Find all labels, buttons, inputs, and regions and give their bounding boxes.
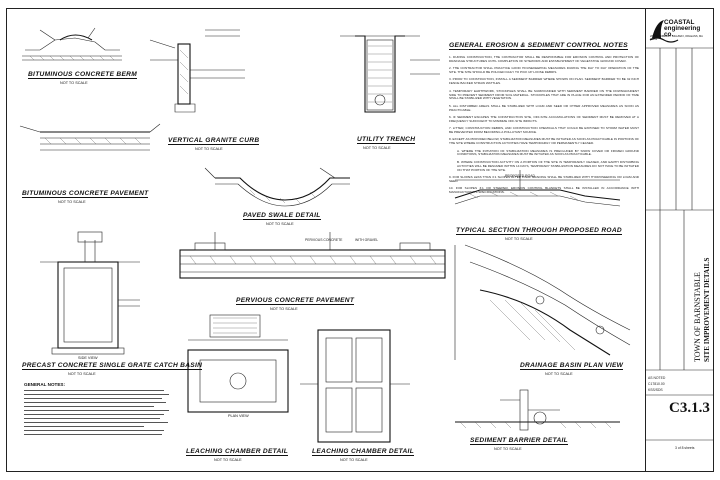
- title-block-lines: [645, 47, 714, 441]
- note-item: 5. ALL DISTURBED AREAS SHALL BE STABILIZ…: [449, 103, 639, 112]
- sheet-of: 3 of 8 sheets: [675, 446, 695, 450]
- note-item: 7. LITTER, CONSTRUCTION DEBRIS, AND CONS…: [449, 126, 639, 135]
- note-item: 10. FOR SLOPES 3:1 OR STEEPER, EROSION C…: [449, 186, 639, 194]
- title-block: [645, 8, 714, 472]
- drainage-plan-scale: NOT TO SCALE: [545, 372, 573, 376]
- swale-scale: NOT TO SCALE: [266, 222, 294, 226]
- with-gravel-label: WITH GRAVEL: [355, 238, 379, 242]
- road-section-scale: NOT TO SCALE: [505, 237, 533, 241]
- project-name: TOWN OF BARNSTABLE: [693, 272, 702, 362]
- pervious-title: PERVIOUS CONCRETE PAVEMENT: [236, 297, 355, 305]
- plan-view-label: PLAN VIEW: [228, 414, 249, 418]
- leaching-2-title: LEACHING CHAMBER DETAIL: [312, 448, 415, 456]
- firm-address: 260 CRANBERRY HIGHWAY, ORLEANS, MA 02653: [650, 35, 703, 42]
- leaching-chamber-2-drawing: [300, 329, 410, 443]
- note-item: 2. THE CONTRACTOR SHALL PRACTICE GOOD HO…: [449, 66, 639, 75]
- trench-drawing: [340, 35, 440, 113]
- erosion-notes-heading: GENERAL EROSION & SEDIMENT CONTROL NOTES: [449, 42, 628, 50]
- tb-scale: AS NOTED: [648, 376, 666, 380]
- proposed-road-label: PROPOSED ROAD: [505, 174, 535, 178]
- sheet-number: C3.1.3: [669, 400, 710, 416]
- pervious-conc-label: PERVIOUS CONCRETE: [305, 238, 343, 242]
- sheet-border: [6, 8, 714, 472]
- note-item: A. WHERE THE INITIATION OF STABILIZATION…: [457, 148, 639, 157]
- berm-scale: NOT TO SCALE: [60, 81, 88, 85]
- pervious-scale: NOT TO SCALE: [270, 307, 298, 311]
- curb-title: VERTICAL GRANITE CURB: [168, 137, 260, 145]
- sediment-title: SEDIMENT BARRIER DETAIL: [470, 437, 568, 445]
- catch-basin-note-lines: [24, 390, 169, 438]
- note-item: 3. PRIOR TO CONSTRUCTION, INSTALL A SEDI…: [449, 77, 639, 86]
- drainage-plan-title: DRAINAGE BASIN PLAN VIEW: [520, 362, 624, 370]
- sediment-barrier-drawing: [455, 389, 620, 431]
- catch-basin-scale: NOT TO SCALE: [68, 372, 96, 376]
- firm-logo: [649, 20, 679, 43]
- pervious-drawing: [179, 232, 446, 279]
- road-section-drawing: [454, 170, 621, 207]
- side-view-label: SIDE VIEW: [78, 356, 98, 360]
- sediment-scale: NOT TO SCALE: [494, 447, 522, 451]
- note-item: 6. IF SEDIMENT ESCAPES THE CONSTRUCTION …: [449, 114, 639, 123]
- leaching-scale: NOT TO SCALE: [214, 458, 242, 462]
- leaching-title: LEACHING CHAMBER DETAIL: [186, 448, 289, 456]
- note-item: 4. TEMPORARY EARTHWORK, STOCKPILES SHALL…: [449, 88, 639, 101]
- trench-title: UTILITY TRENCH: [357, 136, 416, 144]
- chamber-array: [209, 314, 261, 338]
- note-item: 9. FOR SLOPES LESS THAN 3:1 SLOPES AFTER…: [449, 174, 639, 183]
- tb-drawn: KSS/SDS: [648, 388, 663, 392]
- erosion-notes: GENERAL EROSION & SEDIMENT CONTROL NOTES…: [449, 34, 639, 198]
- catch-basin-title: PRECAST CONCRETE SINGLE GRATE CATCH BASI…: [22, 362, 203, 370]
- swale-drawing: [204, 167, 350, 207]
- trench-scale: NOT TO SCALE: [363, 146, 391, 150]
- pavement-drawing: [19, 123, 161, 151]
- berm-title: BITUMINOUS CONCRETE BERM: [28, 71, 138, 79]
- sheet-title: SITE IMPROVEMENT DETAILS: [703, 257, 711, 362]
- curb-drawing: [149, 29, 245, 113]
- leaching-chamber-drawing: [187, 314, 289, 413]
- note-item: B. WHERE CONSTRUCTION ACTIVITY ON A PORT…: [457, 159, 639, 172]
- leaching-2-scale: NOT TO SCALE: [340, 458, 368, 462]
- catch-basin-drawing: [40, 231, 140, 355]
- curb-scale: NOT TO SCALE: [195, 147, 223, 151]
- drainage-plan-drawing: [454, 244, 631, 360]
- pavement-scale: NOT TO SCALE: [58, 200, 86, 204]
- note-item: 8. EXCEPT AS PROVIDED BELOW, STABILIZATI…: [449, 137, 639, 146]
- road-section-title: TYPICAL SECTION THROUGH PROPOSED ROAD: [456, 227, 622, 235]
- pavement-title: BITUMINOUS CONCRETE PAVEMENT: [22, 190, 149, 198]
- swale-title: PAVED SWALE DETAIL: [243, 212, 321, 220]
- general-notes-label: GENERAL NOTES:: [24, 382, 66, 387]
- note-item: 1. DURING CONSTRUCTION, THE CONTRACTOR S…: [449, 55, 639, 63]
- berm-drawing: [22, 27, 122, 61]
- firm-name: COASTAL engineering co.: [664, 19, 701, 39]
- tb-job: C17810.00: [648, 382, 665, 386]
